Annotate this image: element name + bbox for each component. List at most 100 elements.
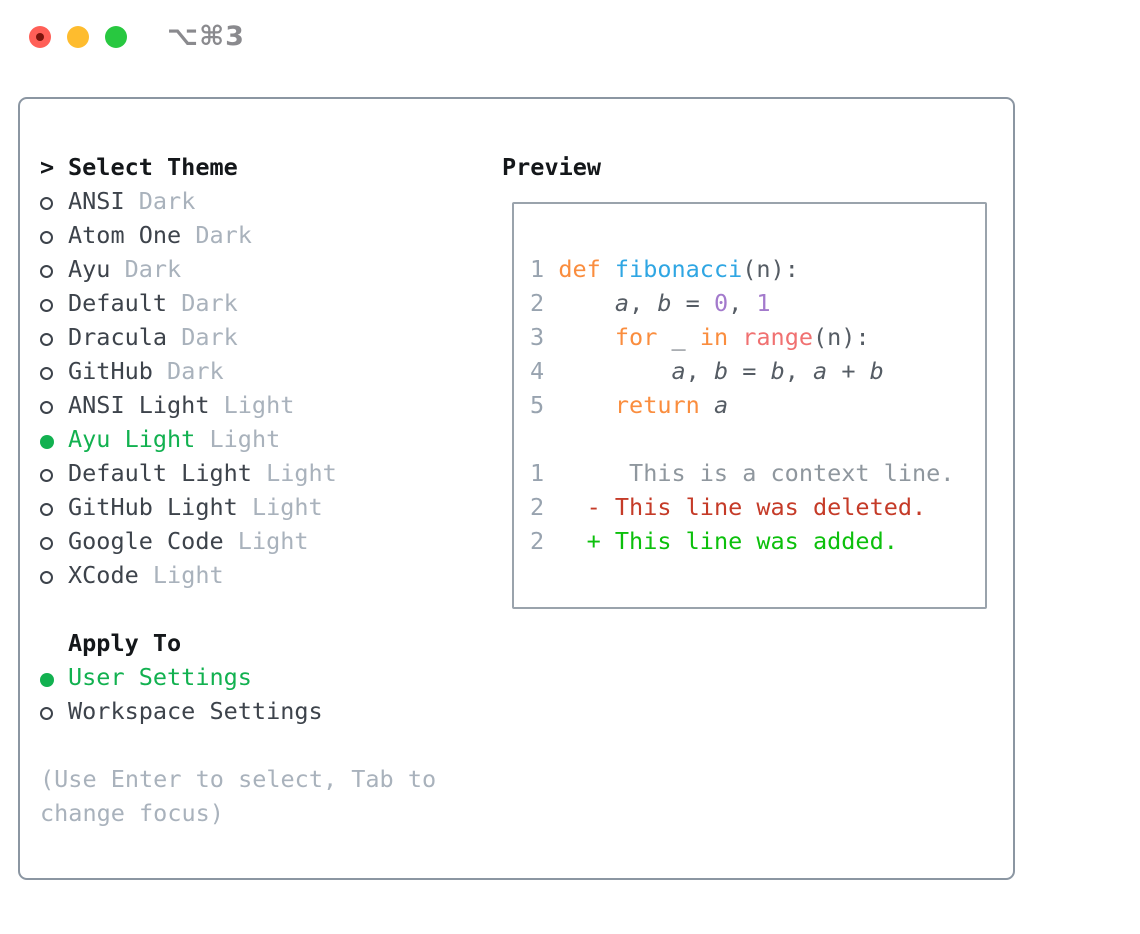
code-token: (n): (813, 323, 870, 351)
apply-to-option-workspace-settings[interactable]: Workspace Settings (40, 694, 323, 728)
diff-sign: + (586, 527, 615, 555)
theme-item-label: GitHub (68, 357, 153, 385)
code-token: for (614, 323, 658, 351)
theme-item-google-code[interactable]: Google Code Light (40, 524, 337, 558)
code-token: b (869, 357, 884, 385)
code-token: a (671, 357, 686, 385)
window-title: ⌥⌘3 (167, 21, 245, 52)
theme-item-label: Google Code (68, 527, 224, 555)
theme-item-label: Ayu (68, 255, 111, 283)
radio-icon (40, 469, 53, 482)
apply-to-option-user-settings[interactable]: User Settings (40, 660, 323, 694)
theme-item-tag: Light (223, 391, 295, 419)
code-token: , (728, 289, 757, 317)
code-token (544, 255, 558, 283)
theme-item-tag: Light (266, 459, 337, 487)
minimize-button[interactable] (67, 26, 89, 48)
code-token: = (671, 289, 714, 317)
apply-to-title: Apply To (68, 629, 182, 657)
theme-item-github-light[interactable]: GitHub Light Light (40, 490, 337, 524)
radio-icon (40, 537, 53, 550)
blank-line (530, 422, 954, 456)
code-line: 1 def fibonacci(n): (530, 252, 954, 286)
preview-title: Preview (502, 153, 602, 181)
theme-item-ansi-light[interactable]: ANSI Light Light (40, 388, 337, 422)
line-number: 2 (530, 493, 545, 521)
selection-cursor-icon: > (40, 153, 55, 181)
code-token: a (614, 289, 630, 317)
code-token: 1 (756, 289, 771, 317)
theme-item-tag: Dark (181, 289, 238, 317)
zoom-button[interactable] (105, 26, 127, 48)
code-token: a (813, 357, 828, 385)
code-token: fibonacci (614, 255, 743, 283)
line-number: 2 (530, 289, 545, 317)
close-dot-icon (36, 33, 44, 41)
code-line: 4 a, b = b, a + b (530, 354, 954, 388)
line-number: 1 (530, 255, 545, 283)
theme-item-atom-one[interactable]: Atom One Dark (40, 218, 337, 252)
theme-item-default[interactable]: Default Dark (40, 286, 337, 320)
apply-to-option-label: Workspace Settings (68, 697, 323, 725)
diff-line-ctx: 1 This is a context line. (530, 456, 954, 490)
diff-text: This line was deleted. (614, 493, 927, 521)
theme-item-tag: Dark (195, 221, 252, 249)
theme-item-tag: Dark (181, 323, 238, 351)
code-token (544, 323, 615, 351)
code-token: , (685, 357, 714, 385)
diff-line-add: 2 + This line was added. (530, 524, 954, 558)
diff-sign: - (586, 493, 615, 521)
radio-icon (40, 333, 53, 346)
code-token: a (713, 391, 729, 419)
code-line: 3 for _ in range(n): (530, 320, 954, 354)
radio-icon (40, 197, 53, 210)
theme-item-label: Ayu Light (68, 425, 196, 453)
radio-selected-icon (40, 435, 54, 449)
theme-item-label: ANSI (68, 187, 125, 215)
theme-item-label: Atom One (68, 221, 182, 249)
apply-to-header: Apply To (40, 626, 323, 660)
diff-text: This line was added. (614, 527, 898, 555)
code-token: + (827, 357, 870, 385)
theme-item-default-light[interactable]: Default Light Light (40, 456, 337, 490)
theme-item-tag: Light (237, 527, 309, 555)
theme-item-ansi[interactable]: ANSI Dark (40, 184, 337, 218)
theme-item-label: Default (68, 289, 168, 317)
theme-list-title: Select Theme (68, 153, 238, 181)
help-text-line: (Use Enter to select, Tab to (40, 765, 437, 793)
code-token: range (742, 323, 814, 351)
radio-icon (40, 571, 53, 584)
line-number: 1 (530, 459, 545, 487)
theme-item-tag: Dark (138, 187, 196, 215)
code-token: (n): (742, 255, 799, 283)
blank-line (530, 218, 954, 252)
code-line: 2 a, b = 0, 1 (530, 286, 954, 320)
radio-icon (40, 299, 53, 312)
radio-icon (40, 231, 53, 244)
theme-item-tag: Dark (167, 357, 224, 385)
theme-item-ayu[interactable]: Ayu Dark (40, 252, 337, 286)
code-token: 0 (713, 289, 729, 317)
line-number: 4 (530, 357, 545, 385)
close-button[interactable] (29, 26, 51, 48)
radio-selected-icon (40, 673, 54, 687)
theme-item-label: Dracula (68, 323, 168, 351)
code-token: return (614, 391, 700, 419)
theme-item-tag: Light (152, 561, 224, 589)
code-token (544, 289, 615, 317)
line-number: 3 (530, 323, 545, 351)
theme-item-label: ANSI Light (68, 391, 210, 419)
theme-item-label: XCode (68, 561, 139, 589)
code-token (728, 323, 742, 351)
theme-item-xcode[interactable]: XCode Light (40, 558, 337, 592)
code-token: b (713, 357, 729, 385)
theme-item-github[interactable]: GitHub Dark (40, 354, 337, 388)
theme-item-dracula[interactable]: Dracula Dark (40, 320, 337, 354)
radio-icon (40, 401, 53, 414)
radio-icon (40, 503, 53, 516)
theme-item-ayu-light[interactable]: Ayu Light Light (40, 422, 337, 456)
